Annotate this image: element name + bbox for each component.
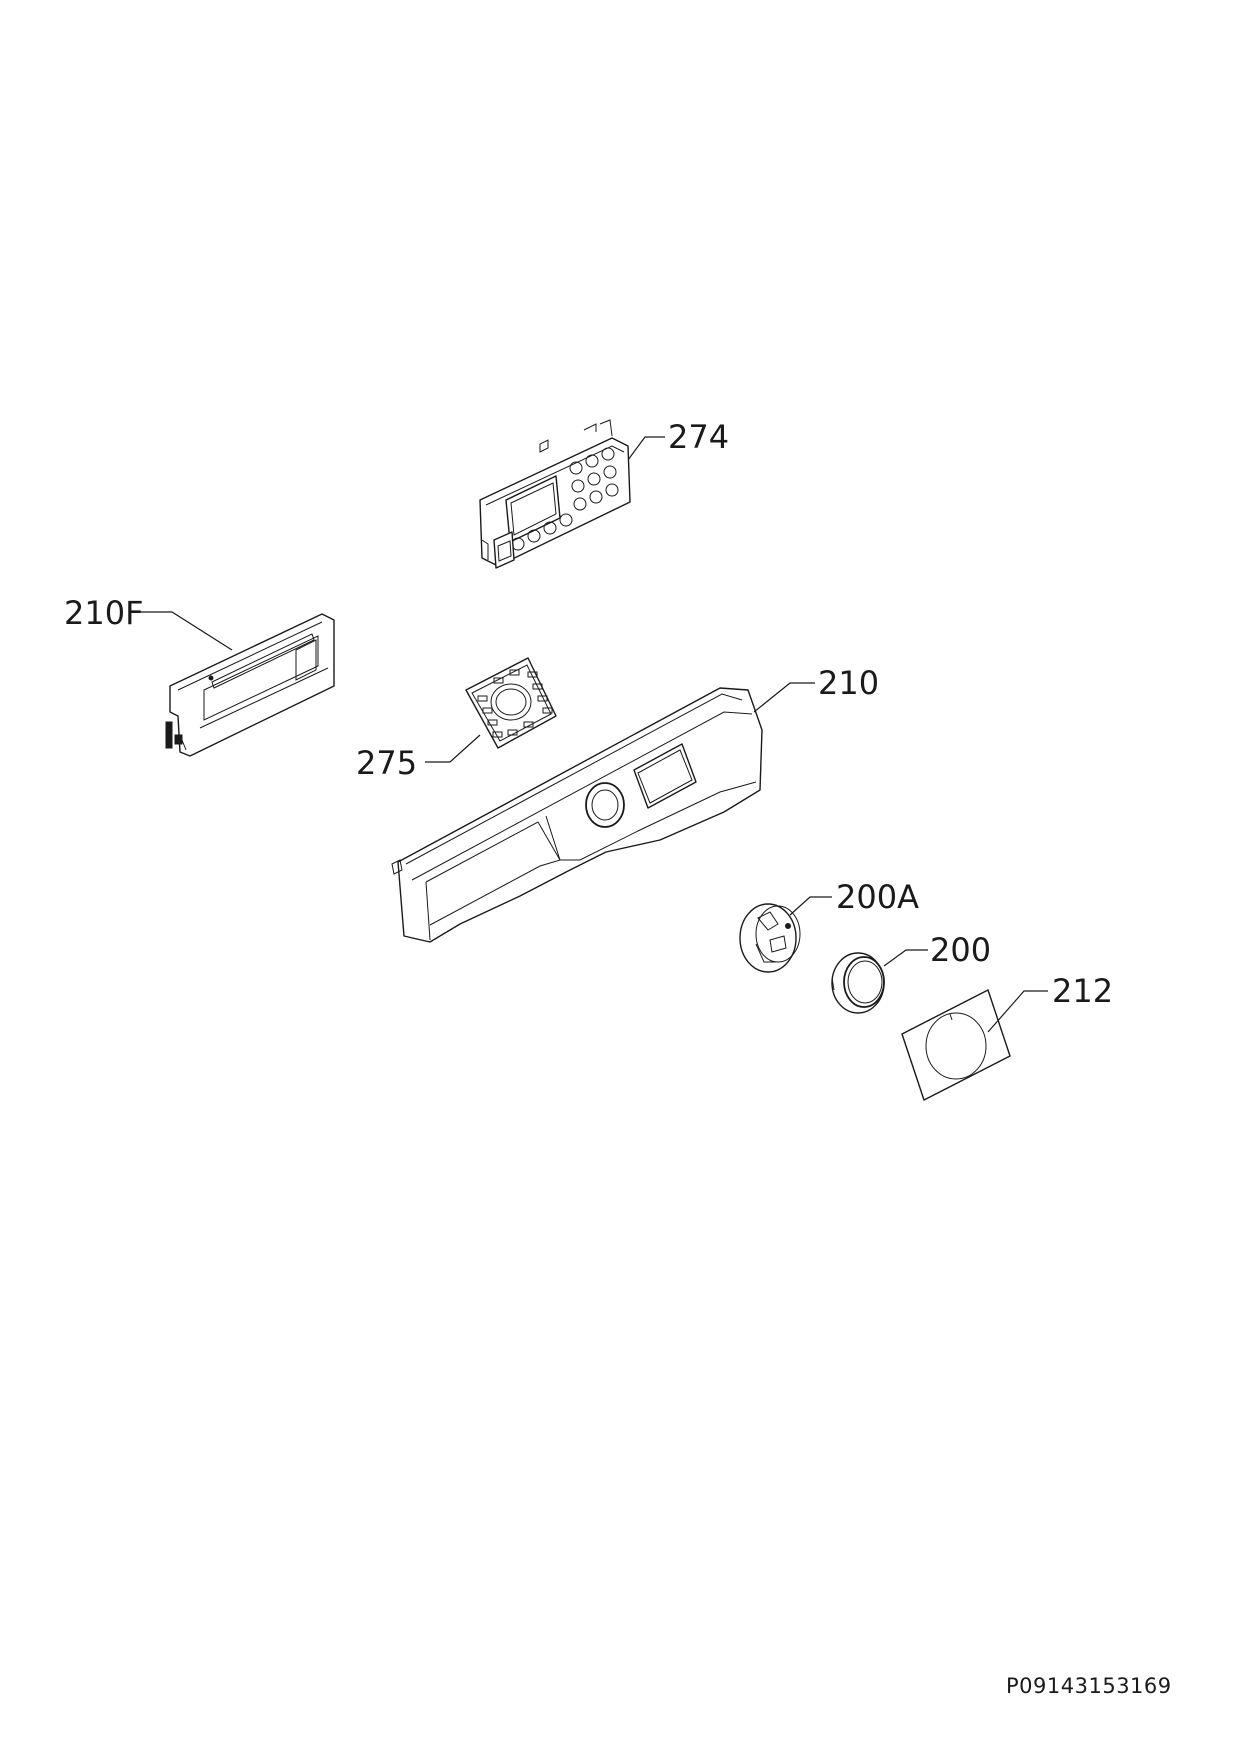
part-label-210: 210 — [818, 664, 880, 702]
part-212-decal — [901, 989, 1011, 1101]
part-label-212: 212 — [1052, 972, 1114, 1010]
leader-274 — [627, 436, 665, 461]
part-275-bracket — [465, 657, 557, 749]
part-label-275: 275 — [356, 744, 418, 782]
leader-200A — [789, 896, 832, 916]
part-label-200A: 200A — [836, 878, 919, 916]
leader-275 — [425, 734, 481, 763]
document-id: P09143153169 — [1006, 1674, 1172, 1698]
part-210F-drawer-flap — [165, 613, 335, 757]
leader-200 — [883, 949, 928, 967]
leader-210 — [753, 682, 815, 713]
leader-212 — [987, 990, 1048, 1033]
part-label-274: 274 — [668, 418, 730, 456]
part-210-control-panel — [391, 687, 763, 943]
leader-210F — [140, 611, 233, 651]
part-label-200: 200 — [930, 931, 992, 969]
part-274-control-board — [479, 419, 631, 569]
part-label-210F: 210F — [64, 594, 144, 632]
part-200-knob-cap — [831, 952, 885, 1014]
part-200A-knob-base — [739, 903, 801, 973]
